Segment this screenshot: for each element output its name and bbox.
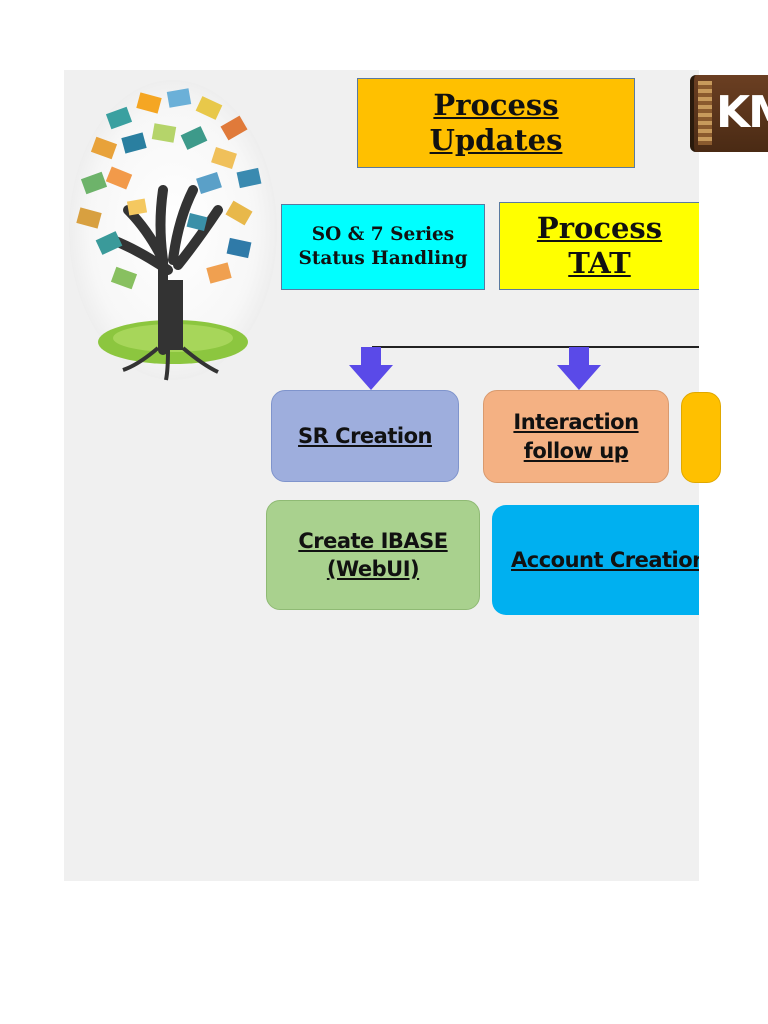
connector-line xyxy=(372,346,699,348)
down-arrow-icon xyxy=(557,347,601,390)
orange-card[interactable] xyxy=(681,392,721,483)
sr-creation-label: SR Creation xyxy=(298,423,432,448)
create-ibase-card[interactable]: Create IBASE (WebUI) xyxy=(266,500,480,610)
km-logo-text: KM xyxy=(716,87,768,138)
so-status-handling-label: SO & 7 Series Status Handling xyxy=(298,223,468,269)
process-tat-button[interactable]: Process TAT xyxy=(499,202,699,290)
account-creation-label: Account Creation xyxy=(511,547,699,572)
process-updates-label: Process Updates xyxy=(429,88,563,157)
down-arrow-icon xyxy=(349,347,393,390)
create-ibase-label: Create IBASE (WebUI) xyxy=(298,528,448,581)
sr-creation-card[interactable]: SR Creation xyxy=(271,390,459,482)
knowledge-tree-icon xyxy=(69,80,277,381)
book-spines-icon xyxy=(698,81,712,145)
interaction-follow-up-label: Interaction follow up xyxy=(513,410,639,463)
km-logo: KM xyxy=(690,75,768,152)
interaction-follow-up-card[interactable]: Interaction follow up xyxy=(483,390,669,483)
process-updates-button[interactable]: Process Updates xyxy=(357,78,635,168)
account-creation-clip: Account Creation xyxy=(492,505,699,615)
process-tat-label: Process TAT xyxy=(536,211,663,280)
so-status-handling-button[interactable]: SO & 7 Series Status Handling xyxy=(281,204,485,290)
account-creation-card[interactable]: Account Creation xyxy=(492,505,699,615)
